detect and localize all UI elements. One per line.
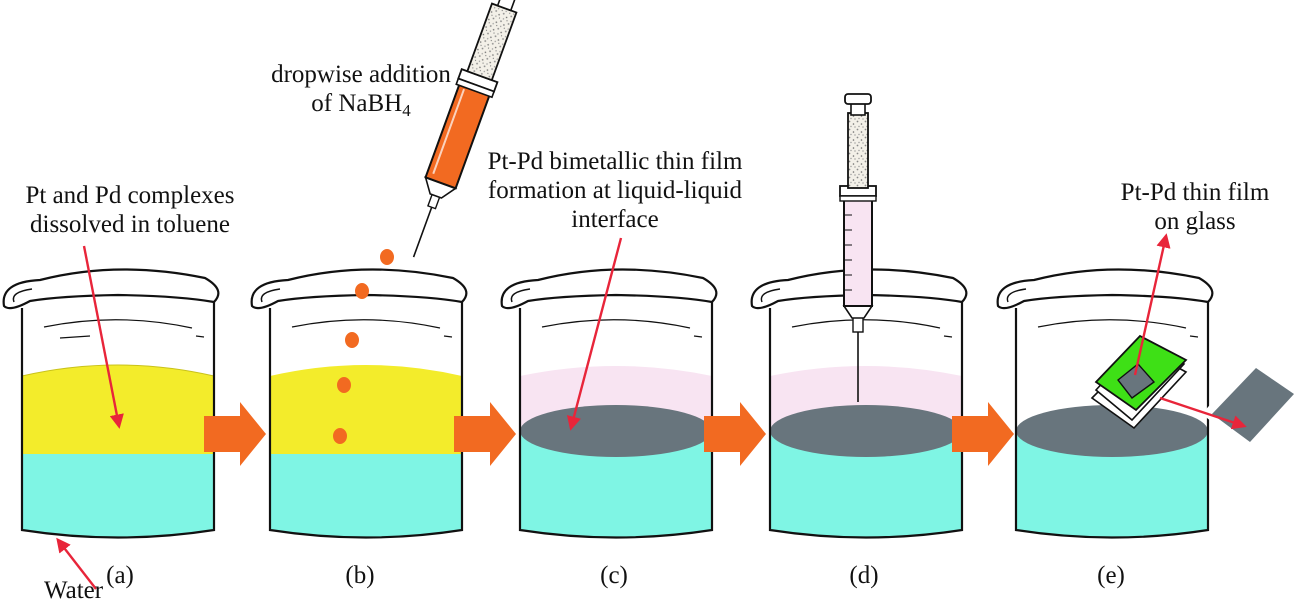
film-sample bbox=[1202, 356, 1304, 454]
water-layer-a bbox=[22, 454, 214, 538]
syringe-barrel-pink bbox=[843, 195, 873, 307]
pointer-arrows bbox=[56, 233, 1247, 590]
panel-label-a: (a) bbox=[106, 562, 134, 589]
water-layer-e bbox=[1016, 430, 1208, 538]
label-nabh4: dropwise addition of NaBH4 bbox=[271, 61, 451, 120]
process-arrows bbox=[204, 402, 1014, 466]
beaker-rim-a bbox=[2, 268, 220, 310]
process-arrow-1 bbox=[204, 402, 266, 466]
label-water: Water bbox=[44, 577, 104, 604]
panel-label-d: (d) bbox=[849, 562, 879, 589]
pointer-glass bbox=[1133, 233, 1171, 376]
water-layer-d bbox=[770, 430, 962, 538]
pointer-sample bbox=[1159, 396, 1247, 430]
nabh4-drop bbox=[333, 428, 347, 444]
thin-film-c bbox=[520, 405, 712, 457]
water-layer-c bbox=[520, 430, 712, 538]
process-arrow-3 bbox=[704, 402, 766, 466]
beaker-body-a bbox=[20, 302, 216, 539]
syringe-vertical bbox=[839, 93, 877, 402]
label-interface: Pt-Pd bimetallic thin film formation at … bbox=[487, 148, 743, 233]
pointer-interface bbox=[566, 237, 623, 431]
beaker-b bbox=[250, 249, 468, 539]
panel-label-e: (e) bbox=[1097, 562, 1125, 589]
nabh4-drop bbox=[380, 249, 394, 265]
nabh4-drop bbox=[355, 283, 369, 299]
beaker-c bbox=[500, 268, 718, 539]
process-arrow-2 bbox=[454, 402, 516, 466]
pointer-toluene bbox=[82, 245, 124, 429]
pointer-water bbox=[56, 537, 97, 590]
nabh4-drop bbox=[337, 377, 351, 393]
film-on-glass bbox=[1117, 363, 1156, 399]
toluene-layer-a bbox=[22, 365, 214, 454]
thin-film-e bbox=[1016, 405, 1208, 457]
water-layer-b bbox=[270, 454, 462, 538]
panel-label-c: (c) bbox=[600, 562, 628, 589]
beaker-e bbox=[996, 268, 1214, 539]
beaker-a bbox=[2, 268, 220, 539]
label-film-on-glass: Pt-Pd thin film on glass bbox=[1120, 179, 1270, 235]
glass-substrate bbox=[1090, 334, 1188, 430]
beaker-d bbox=[750, 268, 968, 539]
toluene-layer-b bbox=[270, 365, 462, 454]
label-toluene: Pt and Pd complexes dissolved in toluene bbox=[25, 182, 235, 238]
syringe-tilted bbox=[412, 0, 518, 258]
nabh4-drop bbox=[345, 332, 359, 348]
process-arrow-4 bbox=[952, 402, 1014, 466]
panel-label-b: (b) bbox=[345, 562, 375, 589]
thin-film-d bbox=[770, 405, 962, 457]
